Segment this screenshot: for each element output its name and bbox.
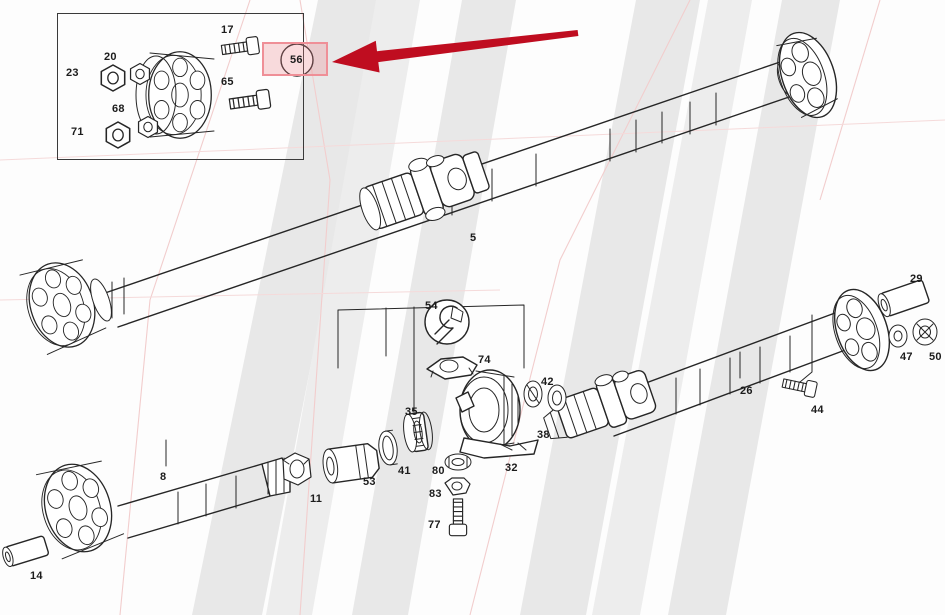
part-label-41: 41 xyxy=(398,465,411,477)
highlight-box-part-56[interactable] xyxy=(262,42,328,76)
part-label-44: 44 xyxy=(811,404,824,416)
part-label-26: 26 xyxy=(740,385,753,397)
part-label-5: 5 xyxy=(470,232,477,244)
part-label-14: 14 xyxy=(30,570,43,582)
inset-part-label-17: 17 xyxy=(221,24,234,36)
inset-part-label-56: 56 xyxy=(290,54,303,66)
part-label-42: 42 xyxy=(541,376,554,388)
inset-part-label-68: 68 xyxy=(112,103,125,115)
part-label-77: 77 xyxy=(428,519,441,531)
part-label-32: 32 xyxy=(505,462,518,474)
part-label-83: 83 xyxy=(429,488,442,500)
part-label-54: 54 xyxy=(425,300,438,312)
part-label-8: 8 xyxy=(160,471,167,483)
inset-part-label-20: 20 xyxy=(104,51,117,63)
part-label-53: 53 xyxy=(363,476,376,488)
part-label-80: 80 xyxy=(432,465,445,477)
part-label-50: 50 xyxy=(929,351,942,363)
part-label-74: 74 xyxy=(478,354,491,366)
inset-part-label-23: 23 xyxy=(66,67,79,79)
inset-panel-border xyxy=(57,13,304,160)
part-label-38: 38 xyxy=(537,429,550,441)
part-label-35: 35 xyxy=(405,406,418,418)
inset-part-label-65: 65 xyxy=(221,76,234,88)
part-label-11: 11 xyxy=(310,493,323,505)
part-label-29: 29 xyxy=(910,273,923,285)
arrow-shape xyxy=(332,30,579,73)
part-label-47: 47 xyxy=(900,351,913,363)
inset-part-label-71: 71 xyxy=(71,126,84,138)
